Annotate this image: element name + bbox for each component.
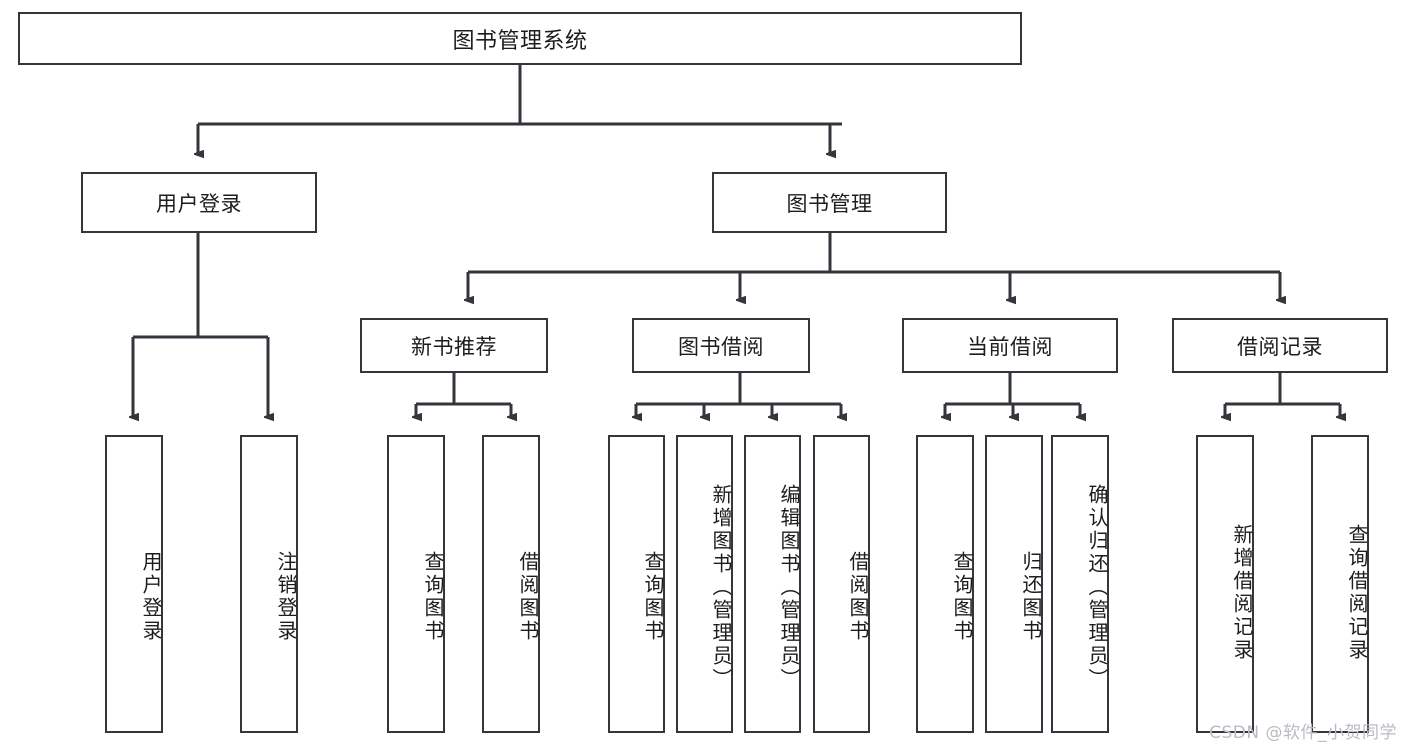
leaf-add-book-label: 新增图书（管理员） — [709, 483, 733, 691]
leaf-borrow-book-1-label: 借阅图书 — [516, 551, 540, 643]
leaf-add-record-label: 新增借阅记录 — [1230, 524, 1254, 662]
leaf-add-book[interactable]: 新增图书（管理员） — [676, 435, 733, 733]
leaf-query-book-3[interactable]: 查询图书 — [916, 435, 974, 733]
leaf-return-book[interactable]: 归还图书 — [985, 435, 1043, 733]
node-borrow-record-label: 借阅记录 — [1237, 334, 1323, 359]
leaf-user-login[interactable]: 用户登录 — [105, 435, 163, 733]
leaf-query-book-1-label: 查询图书 — [421, 551, 445, 643]
leaf-borrow-book-1[interactable]: 借阅图书 — [482, 435, 540, 733]
node-book-borrow[interactable]: 图书借阅 — [632, 318, 810, 373]
leaf-query-record[interactable]: 查询借阅记录 — [1311, 435, 1369, 733]
node-root-label: 图书管理系统 — [452, 28, 588, 54]
node-book-borrow-label: 图书借阅 — [678, 334, 764, 359]
leaf-add-record[interactable]: 新增借阅记录 — [1196, 435, 1254, 733]
leaf-confirm-return[interactable]: 确认归还（管理员） — [1051, 435, 1109, 733]
node-book-manage-label: 图书管理 — [786, 191, 873, 216]
leaf-query-book-2[interactable]: 查询图书 — [608, 435, 665, 733]
leaf-borrow-book-2[interactable]: 借阅图书 — [813, 435, 870, 733]
node-borrow-record[interactable]: 借阅记录 — [1172, 318, 1388, 373]
leaf-borrow-book-2-label: 借阅图书 — [846, 551, 870, 643]
leaf-confirm-return-label: 确认归还（管理员） — [1085, 483, 1109, 691]
leaf-query-record-label: 查询借阅记录 — [1345, 524, 1369, 662]
node-new-book-recommend[interactable]: 新书推荐 — [360, 318, 548, 373]
node-new-book-recommend-label: 新书推荐 — [411, 334, 497, 359]
leaf-query-book-2-label: 查询图书 — [641, 551, 665, 643]
leaf-user-login-label: 用户登录 — [139, 551, 163, 643]
node-user-login[interactable]: 用户登录 — [81, 172, 317, 233]
leaf-edit-book[interactable]: 编辑图书（管理员） — [744, 435, 801, 733]
node-book-manage[interactable]: 图书管理 — [712, 172, 947, 233]
node-root[interactable]: 图书管理系统 — [18, 12, 1022, 65]
leaf-query-book-1[interactable]: 查询图书 — [387, 435, 445, 733]
leaf-return-book-label: 归还图书 — [1019, 551, 1043, 643]
node-current-borrow-label: 当前借阅 — [967, 334, 1053, 359]
leaf-query-book-3-label: 查询图书 — [950, 551, 974, 643]
leaf-edit-book-label: 编辑图书（管理员） — [777, 483, 801, 691]
node-user-login-label: 用户登录 — [156, 191, 242, 216]
node-current-borrow[interactable]: 当前借阅 — [902, 318, 1118, 373]
watermark: CSDN @软件_小贺同学 — [1209, 723, 1397, 743]
leaf-logout-login[interactable]: 注销登录 — [240, 435, 298, 733]
leaf-logout-login-label: 注销登录 — [274, 551, 298, 643]
